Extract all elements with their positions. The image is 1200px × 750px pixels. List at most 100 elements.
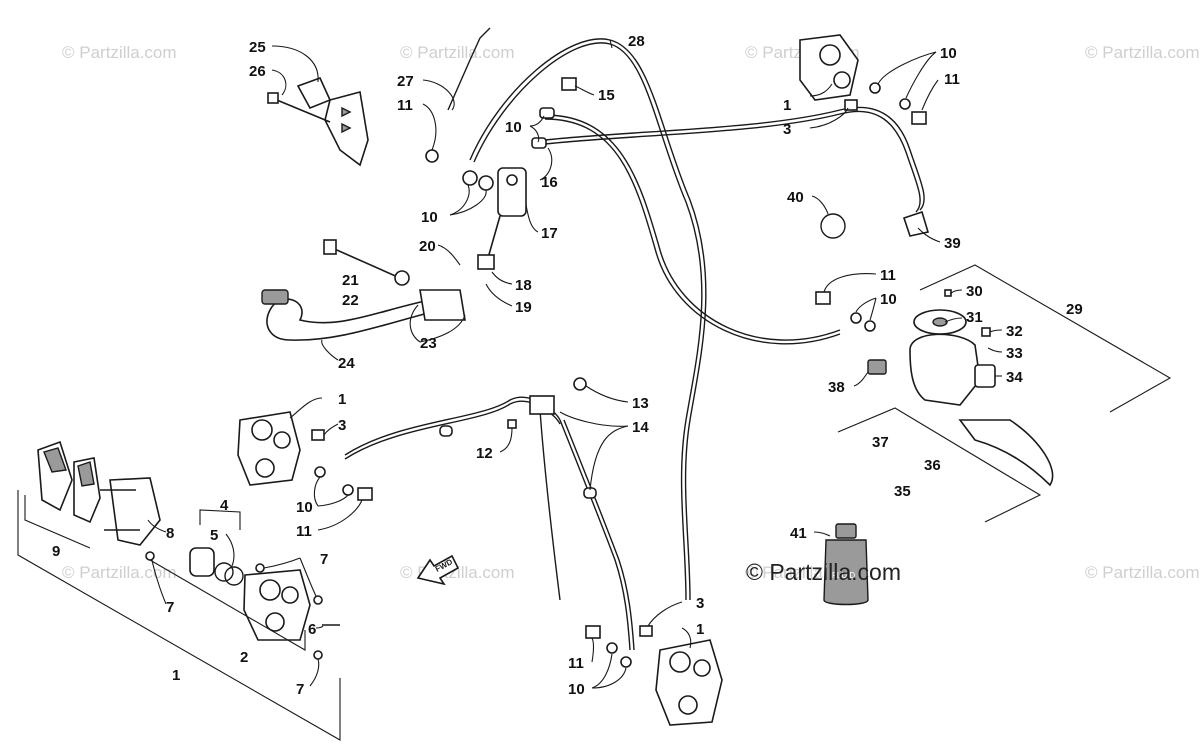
watermark-text: © Partzilla.com <box>1085 43 1200 62</box>
watermark-text: © Partzilla.com <box>400 43 515 62</box>
leader-lines <box>147 39 1003 689</box>
leader-line <box>225 533 235 567</box>
brake-hose-14 <box>344 396 561 456</box>
leader-line <box>591 653 613 689</box>
master-cylinder-port <box>506 174 518 186</box>
callout-label: 29 <box>1066 301 1083 318</box>
callout-label: 10 <box>880 291 897 308</box>
callout-label: 7 <box>296 681 304 698</box>
bracket-1 <box>17 490 341 741</box>
leader-line <box>263 557 301 569</box>
banjo-washer <box>314 466 326 478</box>
leader-line <box>529 115 545 127</box>
reservoir-cap-center <box>932 317 948 327</box>
callout-label: 24 <box>338 355 355 372</box>
callout-label: 11 <box>568 655 584 672</box>
leader-line <box>647 601 683 627</box>
hose-grommet <box>439 425 453 437</box>
leader-line <box>681 627 692 649</box>
brake-pedal-assembly <box>261 27 577 341</box>
callout-label: 2 <box>240 649 248 666</box>
callout-label: 13 <box>632 395 649 412</box>
brake-lever <box>958 419 1054 487</box>
leader-line <box>499 427 513 453</box>
leader-line <box>869 297 877 321</box>
washer-22 <box>394 270 410 286</box>
pivot-bolt <box>329 246 401 279</box>
master-cylinder <box>497 167 527 217</box>
callout-label: 6 <box>308 621 316 638</box>
leader-line <box>409 304 421 343</box>
leader-line <box>317 494 349 507</box>
leader-line <box>321 339 339 361</box>
caliper-piston <box>251 419 273 441</box>
rear-left-caliper <box>237 377 597 501</box>
callout-label: 40 <box>787 189 804 206</box>
callout-label: 10 <box>296 499 313 516</box>
callout-label: 31 <box>966 309 983 326</box>
brake-hose-rear-inner <box>563 419 635 651</box>
bracket-35 <box>837 407 1042 523</box>
callout-label: 41 <box>790 525 807 542</box>
banjo-washer <box>620 656 632 668</box>
leader-line <box>437 244 461 266</box>
banjo-washer <box>850 312 862 324</box>
brake-hose-mid <box>539 409 561 601</box>
hose-clip-ring <box>820 213 846 239</box>
rear-right-caliper <box>585 625 723 726</box>
leader-line <box>944 317 963 323</box>
leader-line <box>525 204 539 233</box>
watermark-text: © Partzilla.com <box>1085 563 1200 582</box>
caliper-piston <box>678 695 698 715</box>
reservoir-bolt <box>561 77 577 91</box>
callout-label: 36 <box>924 457 941 474</box>
callout-label: 7 <box>166 599 174 616</box>
leader-line <box>449 189 487 216</box>
leader-line <box>485 283 513 307</box>
pivot-bolt-head <box>323 239 337 255</box>
caliper-bolt <box>639 625 653 637</box>
leader-line <box>585 385 629 403</box>
leader-line <box>559 411 629 427</box>
leader-line <box>419 314 466 343</box>
callout-label: 33 <box>1006 345 1023 362</box>
watermark-text: © Partzilla.com <box>62 563 177 582</box>
caliper-piston <box>819 44 841 66</box>
hose-clamp <box>902 210 930 237</box>
leader-line <box>811 195 829 215</box>
pushrod <box>487 215 501 259</box>
callout-label: 10 <box>940 45 957 62</box>
pedal-pad <box>261 289 289 305</box>
callout-label: 10 <box>505 119 522 136</box>
leader-line <box>917 227 941 243</box>
leader-line <box>299 557 317 597</box>
banjo-bolt <box>815 291 831 305</box>
leader-line <box>609 39 613 49</box>
callout-label: 1 <box>696 621 704 638</box>
o-ring <box>313 650 323 660</box>
caliper-piston <box>693 659 711 677</box>
leader-line <box>323 423 339 436</box>
banjo-bolt-head <box>425 149 439 163</box>
callout-label: 4 <box>220 497 229 514</box>
leader-line <box>151 559 167 605</box>
callout-label: 15 <box>598 87 615 104</box>
callout-label: 1 <box>783 97 791 114</box>
leader-line <box>313 476 321 507</box>
callout-label: 14 <box>632 419 649 436</box>
pedal-pivot <box>419 289 466 321</box>
bracket-arrow <box>341 106 352 118</box>
callout-label: 25 <box>249 39 266 56</box>
o-ring <box>313 595 323 605</box>
callout-label: 16 <box>541 174 558 191</box>
brand-watermark: © Partzilla.com <box>746 559 901 585</box>
leader-line <box>989 329 1003 333</box>
leader-line <box>813 531 831 537</box>
banjo-washer <box>899 98 911 110</box>
caliper-bore <box>281 586 299 604</box>
callout-label: 35 <box>894 483 911 500</box>
watermark-text: © Partzilla.com <box>62 43 177 62</box>
clamp-34 <box>974 364 996 388</box>
callout-label: 11 <box>397 97 413 114</box>
